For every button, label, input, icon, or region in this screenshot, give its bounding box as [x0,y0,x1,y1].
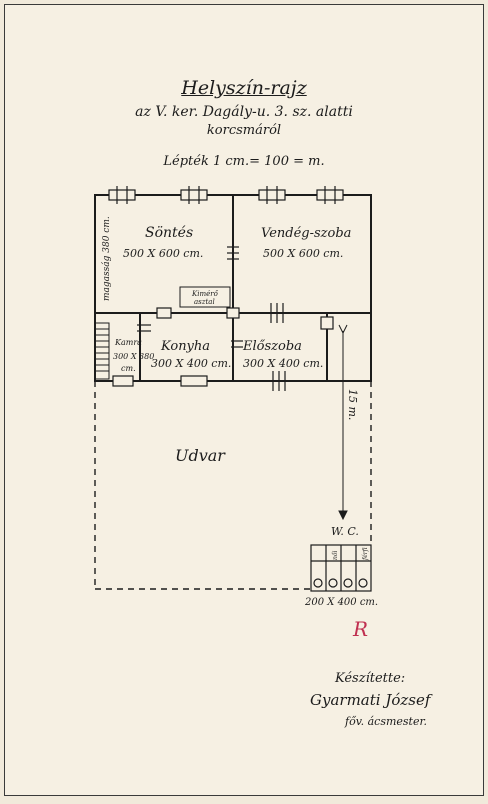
room-size-kamra-unit: cm. [121,364,136,373]
kimero-label: Kimérő [191,289,219,298]
window-mark [316,189,344,201]
stairs [94,322,110,380]
kimero-label-2: asztal [194,298,215,306]
door-mark [156,307,172,319]
plan-title: Helyszín-rajz [181,77,307,99]
wc-noi-label: női [332,551,339,560]
window-mark [180,375,208,387]
preparer-title: főv. ácsmester. [345,715,428,728]
door-mark [320,316,334,330]
preparer-name: Gyarmati József [310,691,431,709]
room-size-eloszoba: 300 X 400 cm. [243,357,323,370]
wc-label: W. C. [331,525,359,538]
room-name-sontes: Söntés [145,225,193,241]
room-size-kamra: 300 X 380 [113,352,154,361]
room-size-sontes: 500 X 600 cm. [123,247,203,260]
preparer-label: Készítette: [335,671,406,686]
plan-sheet: Helyszín-rajz az V. ker. Dagály-u. 3. sz… [4,4,484,796]
scale-note: Lépték 1 cm.= 100 = m. [163,154,325,169]
room-name-vendeg: Vendég-szoba [261,226,351,241]
courtyard-outline [94,381,372,590]
wc-block [310,544,372,592]
plan-subtitle-2: korcsmáról [206,123,282,138]
room-size-konyha: 300 X 400 cm. [151,357,231,370]
room-name-eloszoba: Előszoba [242,339,302,354]
distance-arrow [338,324,348,521]
room-name-kamra: Kamra [114,338,142,347]
door-mark [227,246,239,260]
window-mark [108,189,136,201]
kimero-box [179,286,231,308]
height-note: magasság 380 cm. [101,216,112,301]
room-size-vendeg: 500 X 600 cm. [263,247,343,260]
door-mark [226,307,240,319]
wc-size: 200 X 400 cm. [304,597,378,608]
floor-plan-drawing: Söntés 500 X 600 cm. Vendég-szoba 500 X … [94,186,378,608]
room-name-konyha: Konyha [160,339,210,354]
window-mark [258,189,286,201]
wc-ferfi-label: férfi [362,547,369,561]
window-mark [180,189,208,201]
window-mark [112,375,134,387]
plan-subtitle: az V. ker. Dagály-u. 3. sz. alatti [135,104,353,120]
red-mark: R [353,617,369,641]
courtyard-label: Udvar [175,446,226,465]
distance-label: 15 m. [346,389,359,420]
